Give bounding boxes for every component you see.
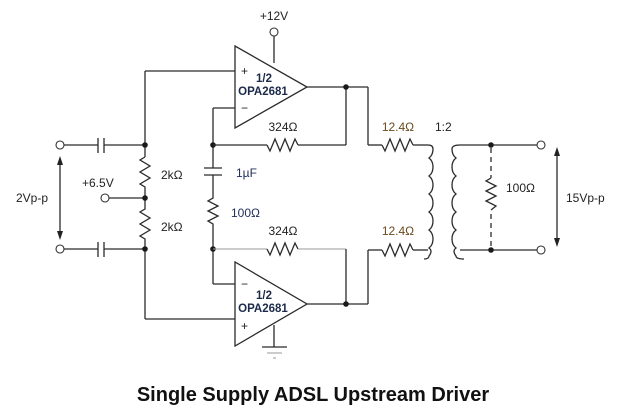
bias-terminal[interactable] xyxy=(100,193,110,203)
transformer-ratio-label: 1:2 xyxy=(435,120,452,134)
series-resistor-bottom xyxy=(381,242,414,258)
output-terminal-top[interactable] xyxy=(536,140,546,150)
input-voltage-arrow xyxy=(57,156,63,240)
opamp-bottom-minus: − xyxy=(241,277,248,291)
opamp-top-triangle xyxy=(234,44,309,130)
opamp-top-fraction: 1/2 xyxy=(256,73,272,85)
gain-capacitor-label: 1µF xyxy=(236,166,257,180)
supply-label: +12V xyxy=(260,9,288,23)
input-terminal-bottom[interactable] xyxy=(55,244,65,254)
output-terminal-bottom[interactable] xyxy=(536,245,546,255)
node xyxy=(142,142,148,148)
resistor-bias-bottom xyxy=(138,198,152,249)
coupling-capacitor-bottom xyxy=(97,242,105,257)
node xyxy=(488,247,494,253)
node xyxy=(343,84,349,90)
transformer xyxy=(423,144,465,260)
output-signal-label: 15Vp-p xyxy=(566,191,605,205)
load-resistor-label: 100Ω xyxy=(506,181,535,195)
series-resistor-bottom-label: 12.4Ω xyxy=(382,224,414,238)
opamp-bottom-plus: + xyxy=(241,319,248,333)
node xyxy=(142,246,148,252)
series-resistor-top-label: 12.4Ω xyxy=(382,120,414,134)
node xyxy=(488,142,494,148)
opamp-bottom: − + 1/2 OPA2681 xyxy=(234,260,309,348)
gain-resistor xyxy=(206,175,220,284)
supply-terminal[interactable] xyxy=(269,27,279,37)
resistor-bias-bottom-label: 2kΩ xyxy=(161,220,183,234)
input-signal-label: 2Vp-p xyxy=(16,191,48,205)
gain-capacitor xyxy=(204,167,222,176)
ground-icon xyxy=(262,325,287,359)
transformer-secondary xyxy=(451,144,465,260)
opamp-top: + − 1/2 OPA2681 xyxy=(234,44,309,130)
output-voltage-arrow xyxy=(554,147,560,247)
gain-resistor-label: 100Ω xyxy=(231,206,260,220)
bias-label: +6.5V xyxy=(82,176,114,190)
coupling-capacitor-top xyxy=(97,138,105,153)
opamp-bottom-part: OPA2681 xyxy=(238,303,288,315)
transformer-primary xyxy=(423,144,434,260)
opamp-top-part: OPA2681 xyxy=(238,86,288,98)
opamp-top-minus: − xyxy=(241,101,248,115)
opamp-bottom-fraction: 1/2 xyxy=(256,290,272,302)
feedback-resistor-bottom xyxy=(266,241,299,257)
node xyxy=(142,195,148,201)
feedback-resistor-bottom-label: 324Ω xyxy=(269,224,298,238)
resistor-bias-top-label: 2kΩ xyxy=(161,168,183,182)
diagram-title: Single Supply ADSL Upstream Driver xyxy=(137,384,490,406)
opamp-top-plus: + xyxy=(241,64,248,78)
resistor-bias-top xyxy=(138,156,152,198)
input-terminal-top[interactable] xyxy=(55,140,65,150)
load-resistor xyxy=(484,177,498,211)
node xyxy=(343,301,349,307)
series-resistor-top xyxy=(381,137,414,153)
feedback-resistor-top xyxy=(266,137,299,153)
opamp-bottom-triangle xyxy=(234,260,309,348)
feedback-resistor-top-label: 324Ω xyxy=(269,120,298,134)
